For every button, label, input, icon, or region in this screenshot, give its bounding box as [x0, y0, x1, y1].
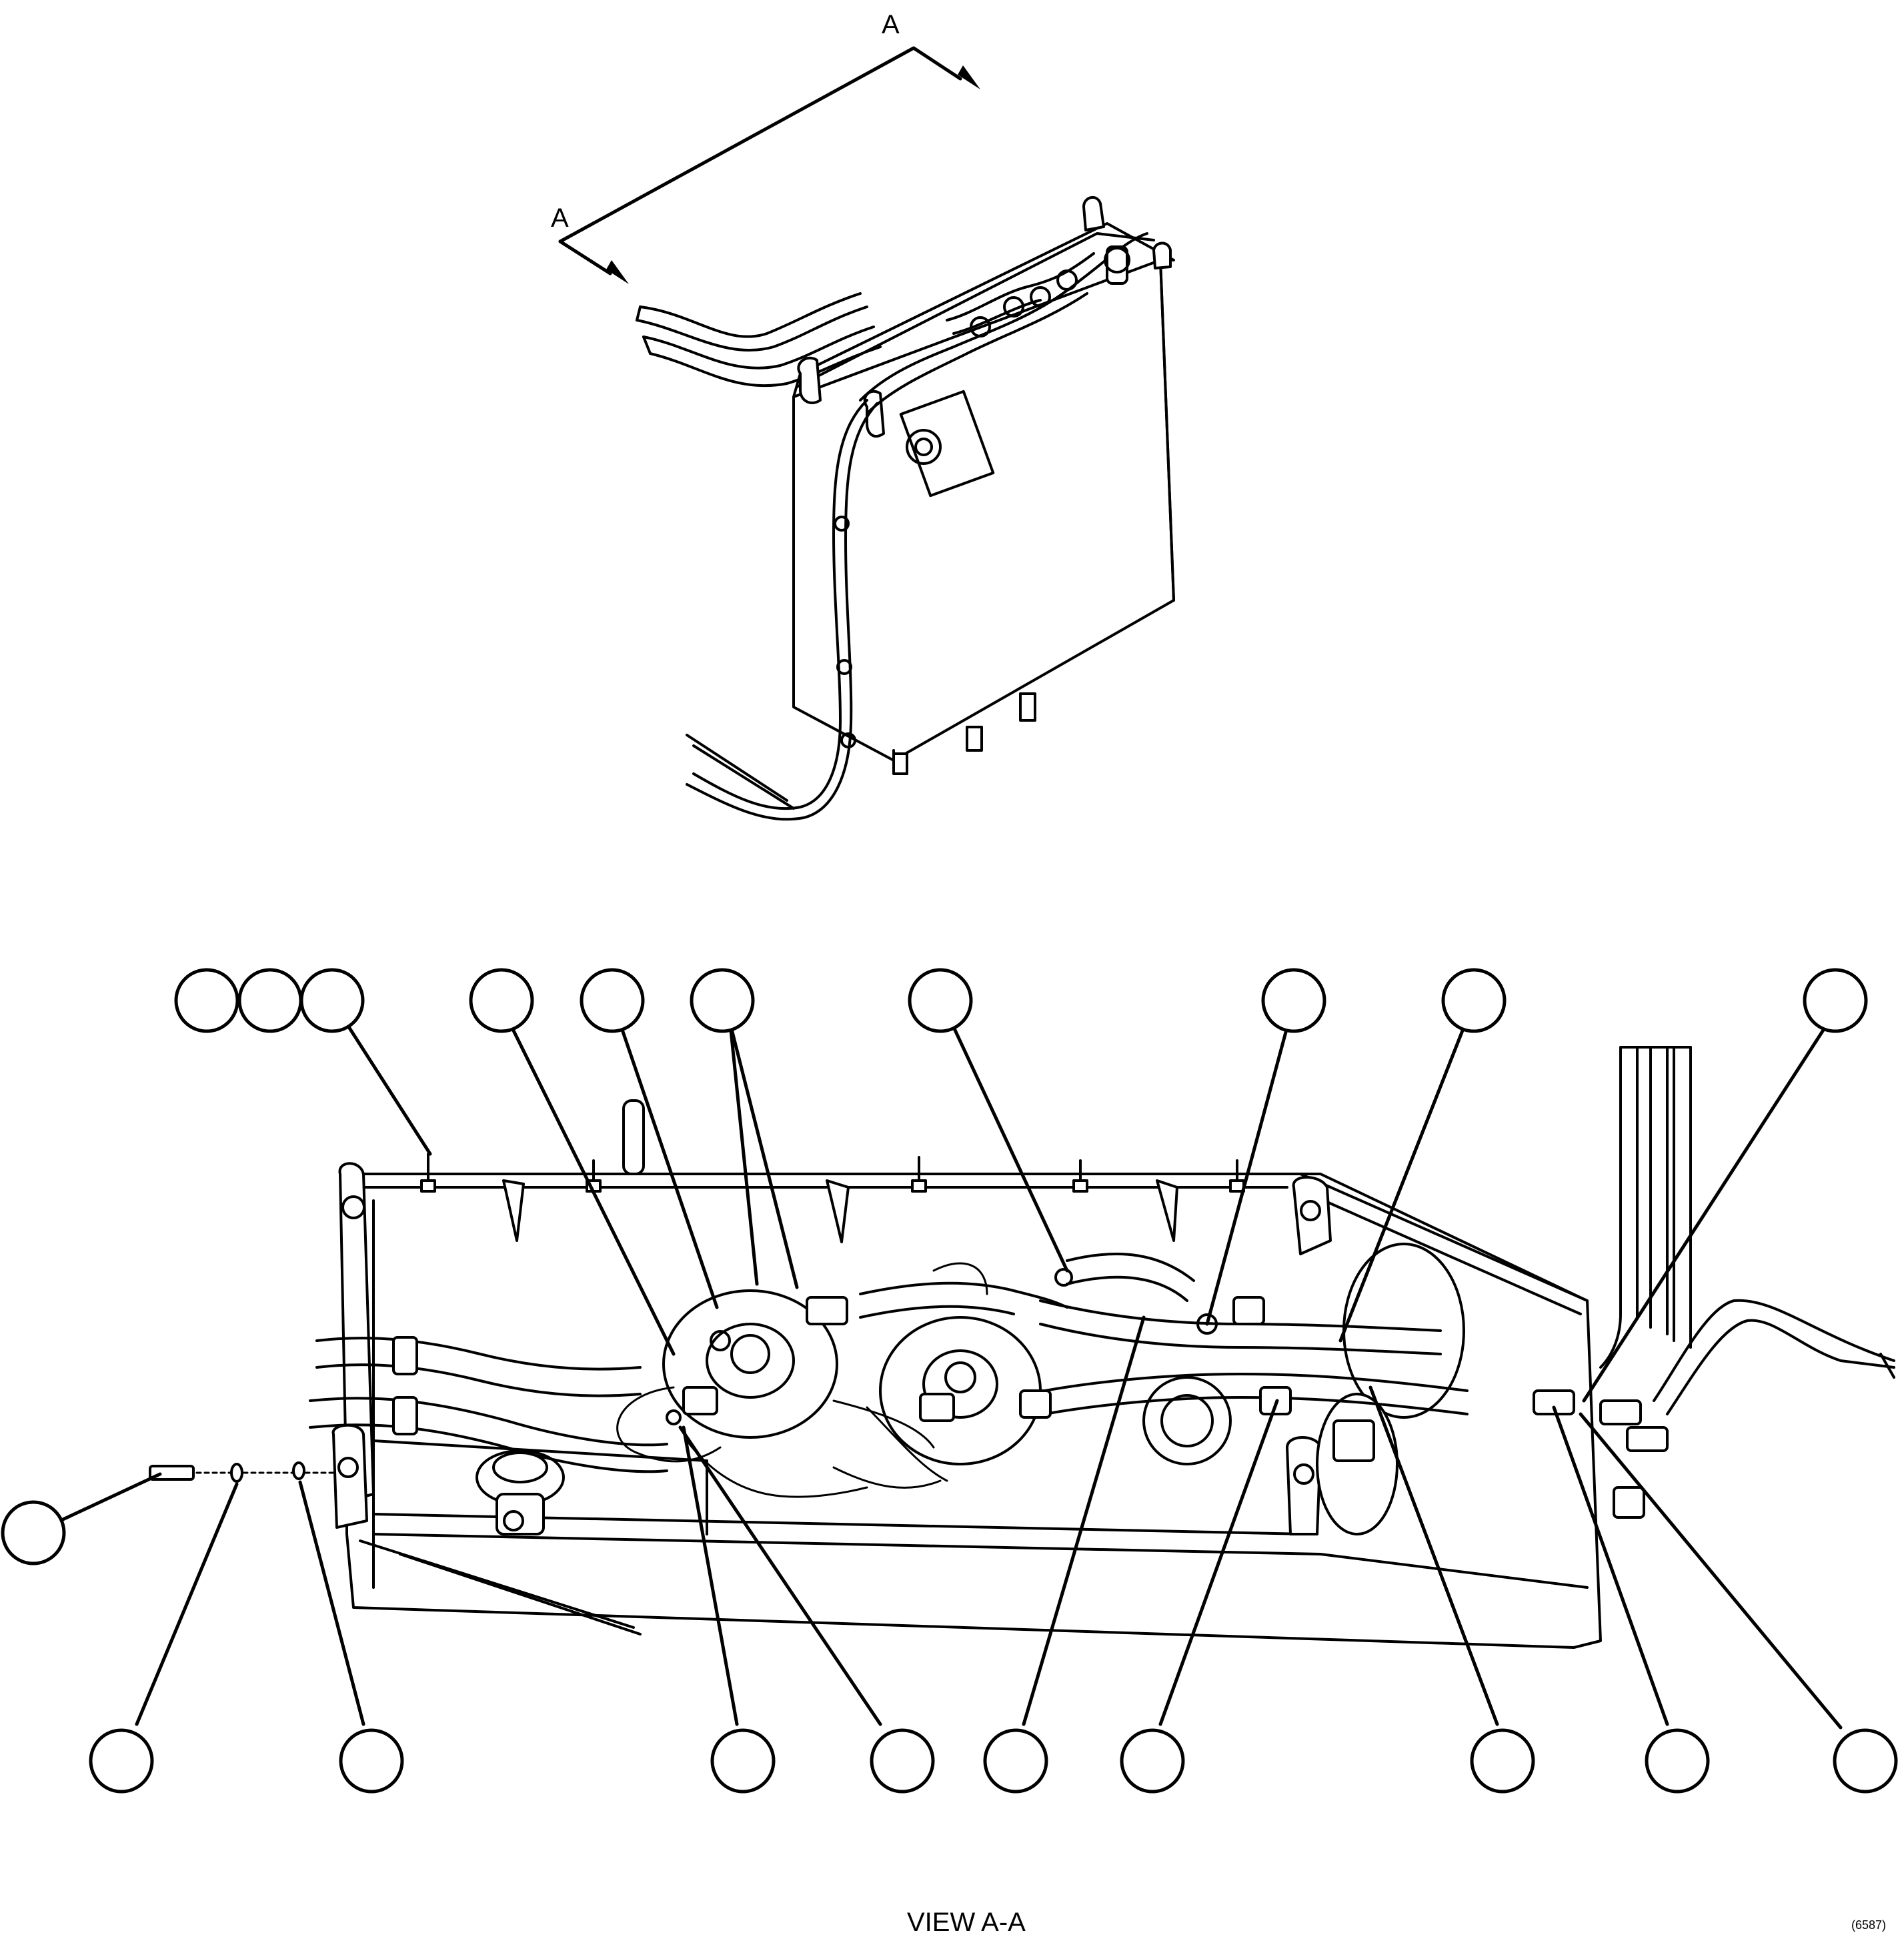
top-harness	[859, 232, 1148, 415]
screw	[149, 1465, 195, 1481]
callout-bubble	[1833, 1728, 1898, 1794]
callout-bubble	[870, 1728, 935, 1794]
view-a-a: VIEW A-A (6587)	[1, 968, 1898, 1937]
section-label-top: A	[882, 10, 900, 39]
callout-bubble	[1470, 1728, 1535, 1794]
callout-bubble	[1, 1500, 66, 1565]
figure-number: (6587)	[1851, 1918, 1886, 1932]
callout-bubble	[237, 968, 303, 1033]
callout-bubble	[983, 1728, 1048, 1794]
callout-bubble	[1261, 968, 1326, 1033]
callout-bubble	[1803, 968, 1868, 1033]
filter-heads	[662, 1243, 1465, 1535]
upper-hoses	[636, 292, 882, 388]
section-arrow-lower	[606, 260, 629, 284]
cooler-body	[792, 196, 1175, 775]
callout-bubble	[89, 1728, 154, 1794]
studs	[420, 1153, 1245, 1193]
callout-bubble	[174, 968, 239, 1033]
callout-bubble	[1441, 968, 1507, 1033]
callout-bubbles-top	[174, 968, 1868, 1033]
leader-lines	[58, 1022, 1843, 1730]
callout-bubbles-bottom	[89, 1728, 1898, 1794]
callout-bubble	[299, 968, 365, 1033]
right-pipes	[1533, 1046, 1895, 1519]
callout-bubble	[1120, 1728, 1185, 1794]
washer	[230, 1463, 243, 1483]
callout-bubble	[339, 1728, 404, 1794]
section-label-left: A	[551, 203, 569, 233]
callout-bubble	[908, 968, 973, 1033]
isometric-view: A A	[551, 10, 1175, 821]
callout-bubble	[469, 968, 534, 1033]
view-caption: VIEW A-A	[907, 1908, 1026, 1937]
callout-bubble	[690, 968, 755, 1033]
section-arrow-right	[958, 65, 980, 89]
lower-tank	[359, 1439, 708, 1636]
hoses	[309, 1253, 1469, 1498]
side-hose	[686, 399, 878, 821]
callout-bubbles-side	[1, 1500, 66, 1565]
section-line-a-a: A A	[551, 10, 980, 284]
callout-bubble	[710, 1728, 776, 1794]
callout-bubble	[580, 968, 645, 1033]
exploded-hardware	[149, 1461, 338, 1483]
o-ring	[292, 1461, 305, 1480]
callout-bubble	[1645, 1728, 1710, 1794]
